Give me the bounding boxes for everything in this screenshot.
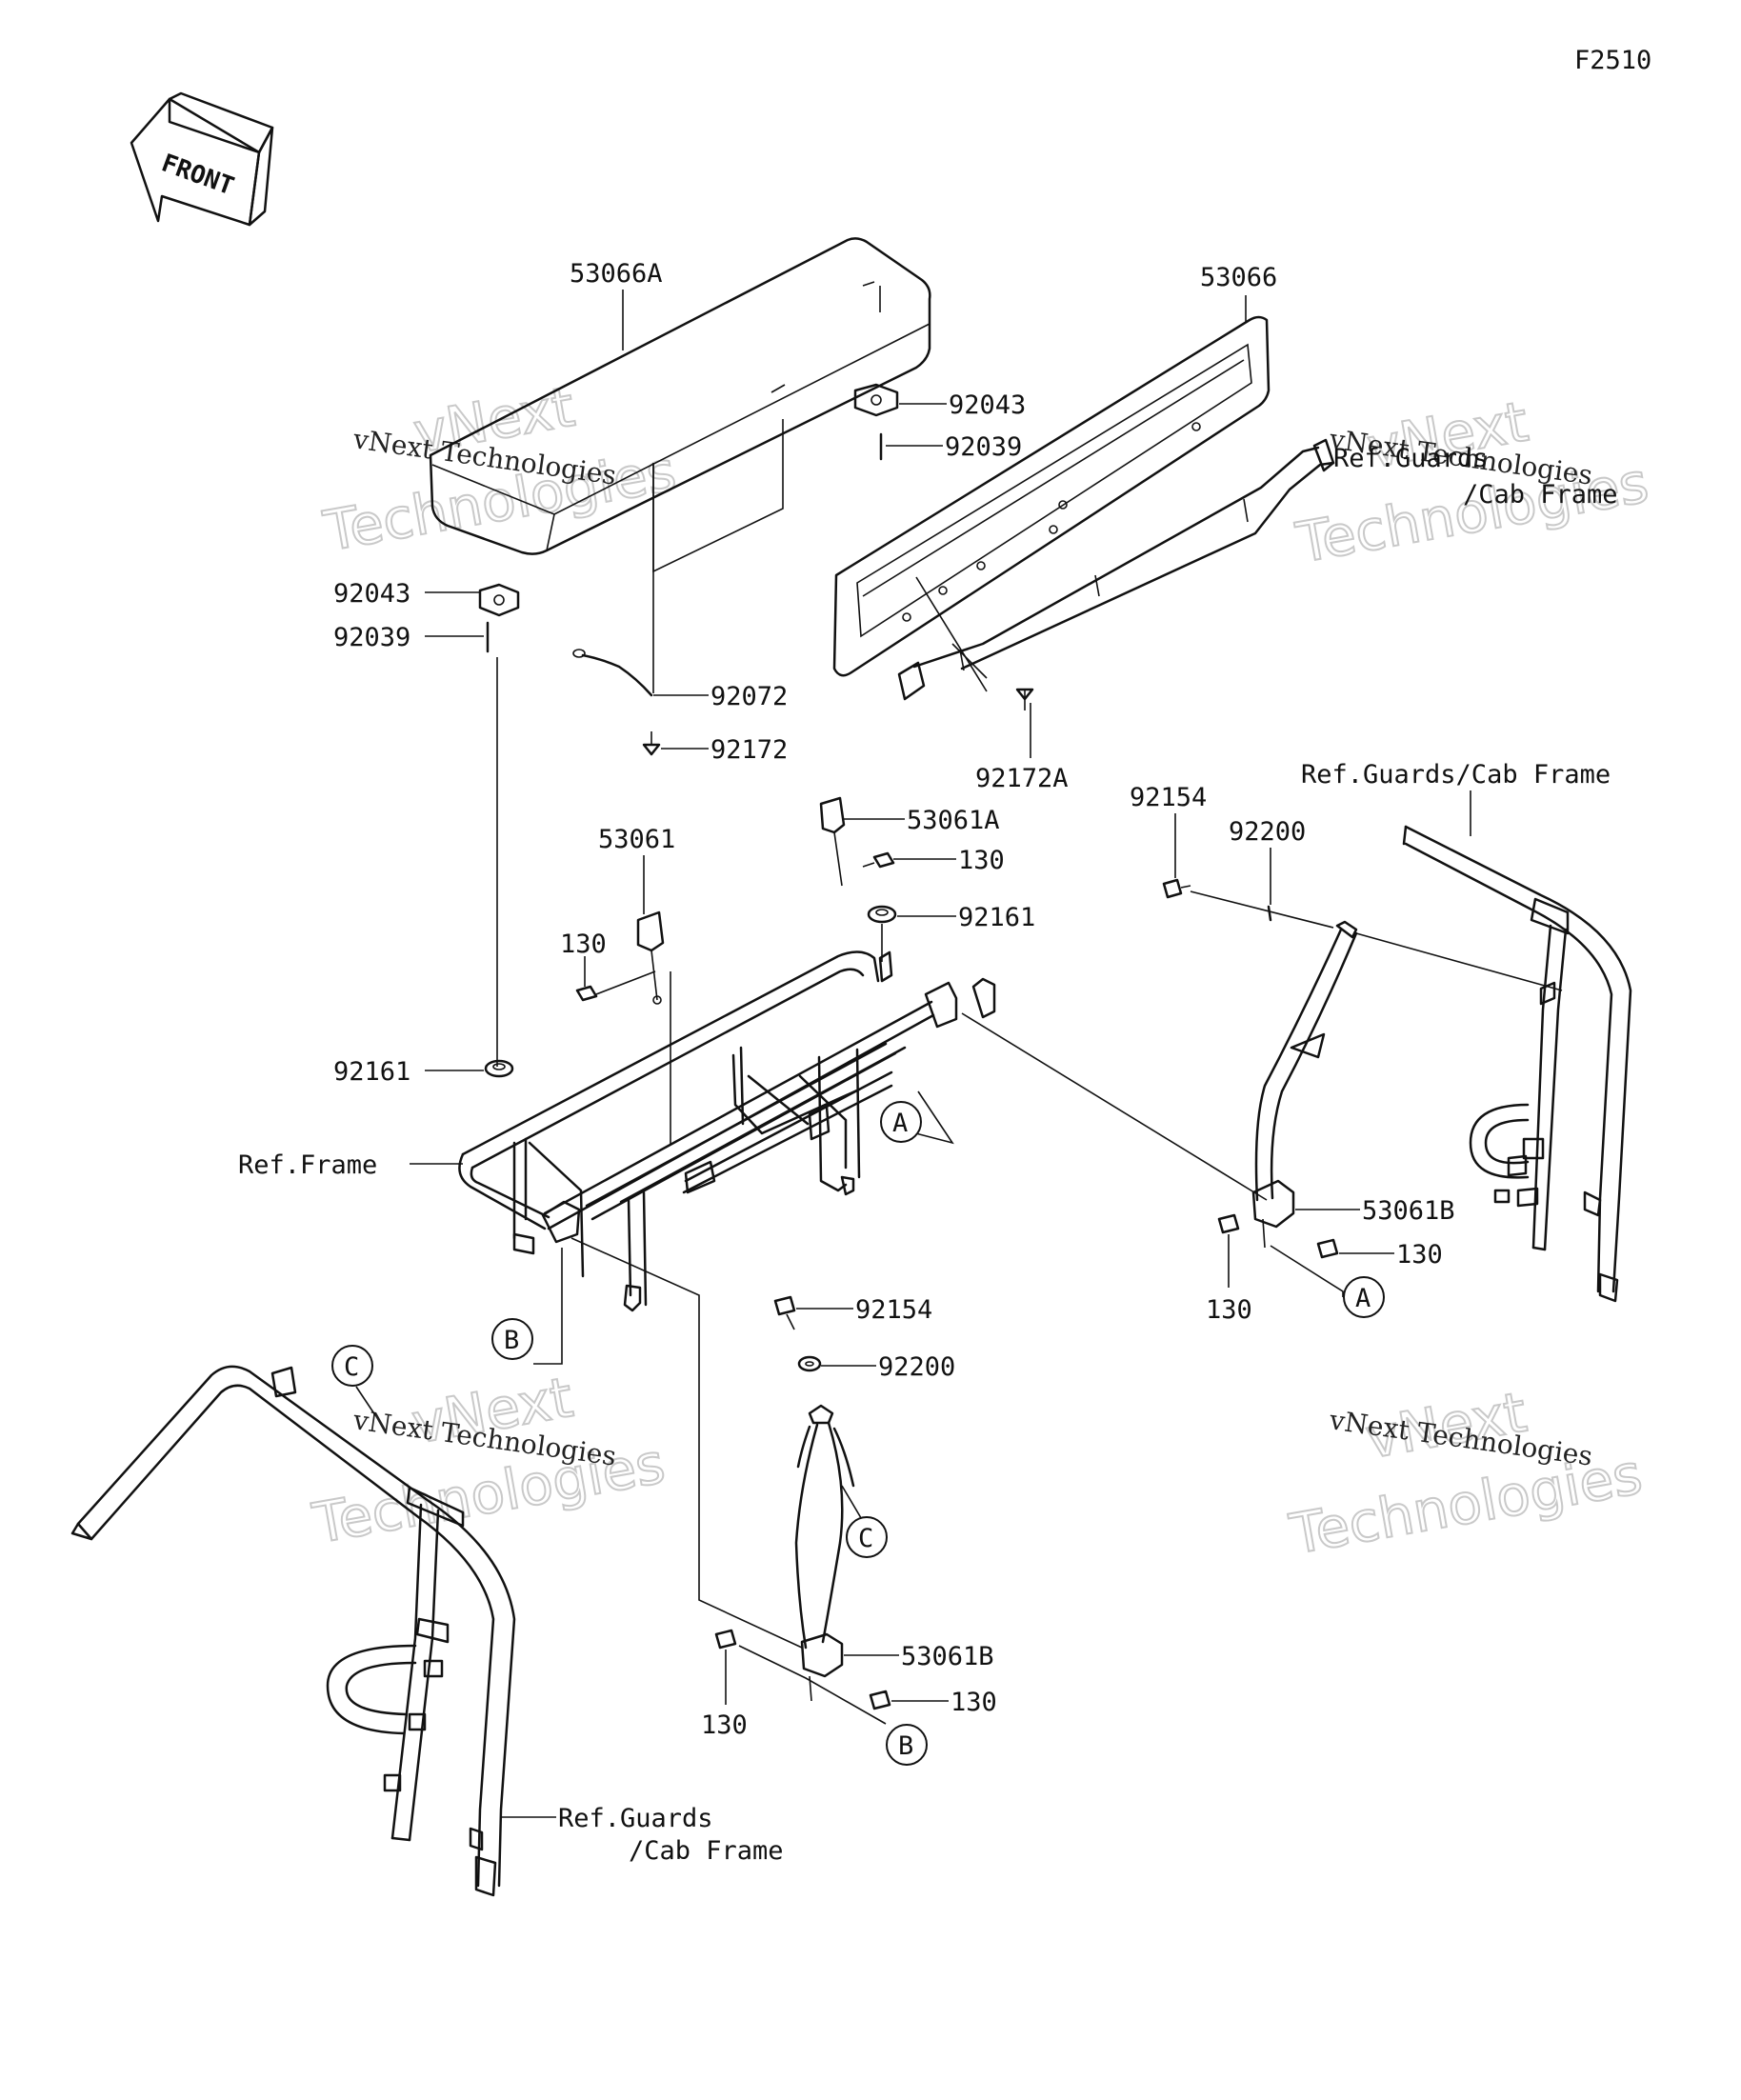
label-ref-guards-bottom-2: /Cab Frame	[629, 1836, 784, 1866]
label-130-top: 130	[958, 846, 1005, 875]
label-92039-top: 92039	[945, 432, 1022, 462]
label-92043-top: 92043	[949, 390, 1026, 420]
bolt-130-left-drawing	[575, 970, 656, 1002]
callout-b-center: B	[886, 1724, 928, 1766]
label-92154-center: 92154	[855, 1295, 932, 1325]
label-53066a: 53066A	[570, 259, 663, 289]
label-53061a: 53061A	[907, 806, 1000, 835]
cable-drawing	[581, 653, 653, 697]
hinge-plate-top-drawing	[853, 383, 899, 417]
label-92161-top: 92161	[958, 903, 1035, 932]
label-130-center-a: 130	[701, 1710, 748, 1740]
label-130-right-a: 130	[1206, 1295, 1252, 1325]
label-53066: 53066	[1200, 263, 1277, 292]
svg-text:A: A	[1355, 1284, 1371, 1313]
label-ref-guards-bottom-1: Ref.Guards	[558, 1804, 713, 1833]
label-53061b-center: 53061B	[901, 1642, 994, 1671]
label-ref-guards-right-top-1: Ref.Guards	[1333, 444, 1489, 473]
washer-92200-center-drawing	[797, 1355, 822, 1372]
diagram-code: F2510	[1574, 46, 1651, 75]
label-ref-frame: Ref.Frame	[238, 1150, 377, 1180]
svg-text:B: B	[504, 1326, 519, 1355]
label-92172a: 92172A	[975, 764, 1069, 793]
svg-text:Technologies: Technologies	[1285, 1441, 1647, 1567]
label-92200-center: 92200	[878, 1352, 955, 1382]
bolt-130-center-b-drawing	[869, 1690, 891, 1710]
grommet-left-drawing	[484, 1059, 514, 1078]
label-92154-right: 92154	[1130, 783, 1207, 812]
label-92200-right: 92200	[1229, 817, 1306, 847]
seat-frame-drawing	[458, 950, 996, 1312]
label-53061b-right: 53061B	[1362, 1196, 1455, 1226]
label-92039-left: 92039	[333, 623, 410, 652]
bolt-130-top-drawing	[862, 851, 895, 869]
buckle-center-drawing	[636, 910, 665, 1005]
front-label: FRONT	[158, 149, 238, 201]
screw-right-drawing	[1015, 688, 1034, 710]
bolt-92154-center-drawing	[773, 1295, 796, 1330]
screw-left-drawing	[642, 731, 661, 756]
callout-c-center: C	[846, 1516, 888, 1558]
cab-frame-right-drawing	[1402, 825, 1632, 1303]
front-arrow-icon: FRONT	[130, 91, 274, 227]
label-ref-guards-right: Ref.Guards/Cab Frame	[1301, 760, 1611, 790]
seat-back-right-drawing	[832, 315, 1271, 677]
cab-frame-left-drawing	[70, 1365, 516, 1897]
svg-text:B: B	[898, 1731, 913, 1761]
label-130-right-b: 130	[1396, 1240, 1443, 1270]
label-53061: 53061	[598, 825, 675, 854]
bolt-92154-right-drawing	[1162, 878, 1191, 899]
label-ref-guards-right-top-2: /Cab Frame	[1463, 480, 1618, 510]
label-92172: 92172	[710, 735, 788, 765]
seat-back-frame-drawing	[897, 438, 1335, 701]
buckle-center-right-drawing	[819, 796, 846, 887]
label-92161-left: 92161	[333, 1057, 410, 1087]
callout-a-center: A	[880, 1101, 922, 1143]
svg-text:A: A	[892, 1109, 908, 1138]
label-92043-left: 92043	[333, 579, 410, 609]
retractor-right-drawing	[1251, 920, 1358, 1249]
svg-text:C: C	[858, 1524, 873, 1553]
bolt-130-right-b-drawing	[1316, 1238, 1339, 1259]
grommet-top-drawing	[867, 905, 897, 924]
callout-a-right: A	[1343, 1276, 1385, 1318]
svg-text:C: C	[344, 1352, 359, 1382]
seat-back-left-drawing	[429, 237, 931, 555]
hinge-plate-left-drawing	[478, 583, 520, 617]
label-130-left: 130	[560, 930, 607, 959]
callout-c-left: C	[331, 1345, 373, 1387]
bolt-130-right-a-drawing	[1217, 1213, 1240, 1234]
retractor-center-drawing	[794, 1404, 855, 1702]
label-92072: 92072	[710, 682, 788, 711]
washer-92200-right-drawing	[1267, 905, 1272, 922]
bolt-130-center-a-drawing	[714, 1629, 737, 1650]
label-130-center-b: 130	[951, 1688, 997, 1717]
callout-b-left: B	[491, 1318, 533, 1360]
